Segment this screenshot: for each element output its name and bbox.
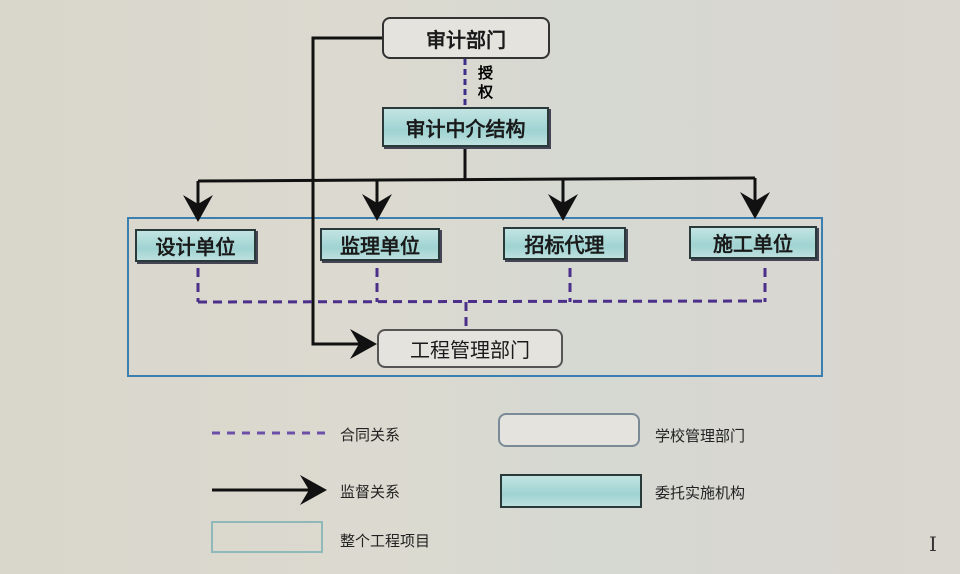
node-audit-dept: 审计部门 [382,17,550,59]
auth-char-2: 权 [478,83,494,101]
project-frame [127,217,823,377]
node-label: 审计部门 [426,27,506,52]
node-label: 招标代理 [524,233,605,257]
legend-agency-label: 委托实施机构 [655,484,746,502]
auth-char-1: 授 [478,64,494,82]
contract-lines [196,268,767,330]
node-label: 设计单位 [155,235,236,259]
text-cursor-icon: I [929,532,937,556]
legend-school-swatch [498,413,640,447]
node-project-mgmt-dept: 工程管理部门 [377,329,563,368]
node-bidding-agent: 招标代理 [503,227,626,260]
supervision-tree [183,36,770,359]
node-supervision-unit: 监理单位 [320,228,440,261]
node-label: 施工单位 [713,232,793,256]
node-audit-agency: 审计中介结构 [382,107,549,147]
legend-contract-label: 合同关系 [340,426,401,444]
legend-school-label: 学校管理部门 [655,427,746,445]
legend-supervision-label: 监督关系 [340,483,401,501]
node-label: 监理单位 [340,234,420,258]
legend-project-label: 整个工程项目 [340,532,431,550]
node-label: 审计中介结构 [405,116,526,141]
legend-project-swatch [211,521,323,553]
legend-agency-swatch [500,474,642,508]
node-design-unit: 设计单位 [135,229,256,262]
node-label: 工程管理部门 [410,338,530,362]
node-construction-unit: 施工单位 [689,226,817,259]
authorization-label: 授 权 [478,64,493,102]
